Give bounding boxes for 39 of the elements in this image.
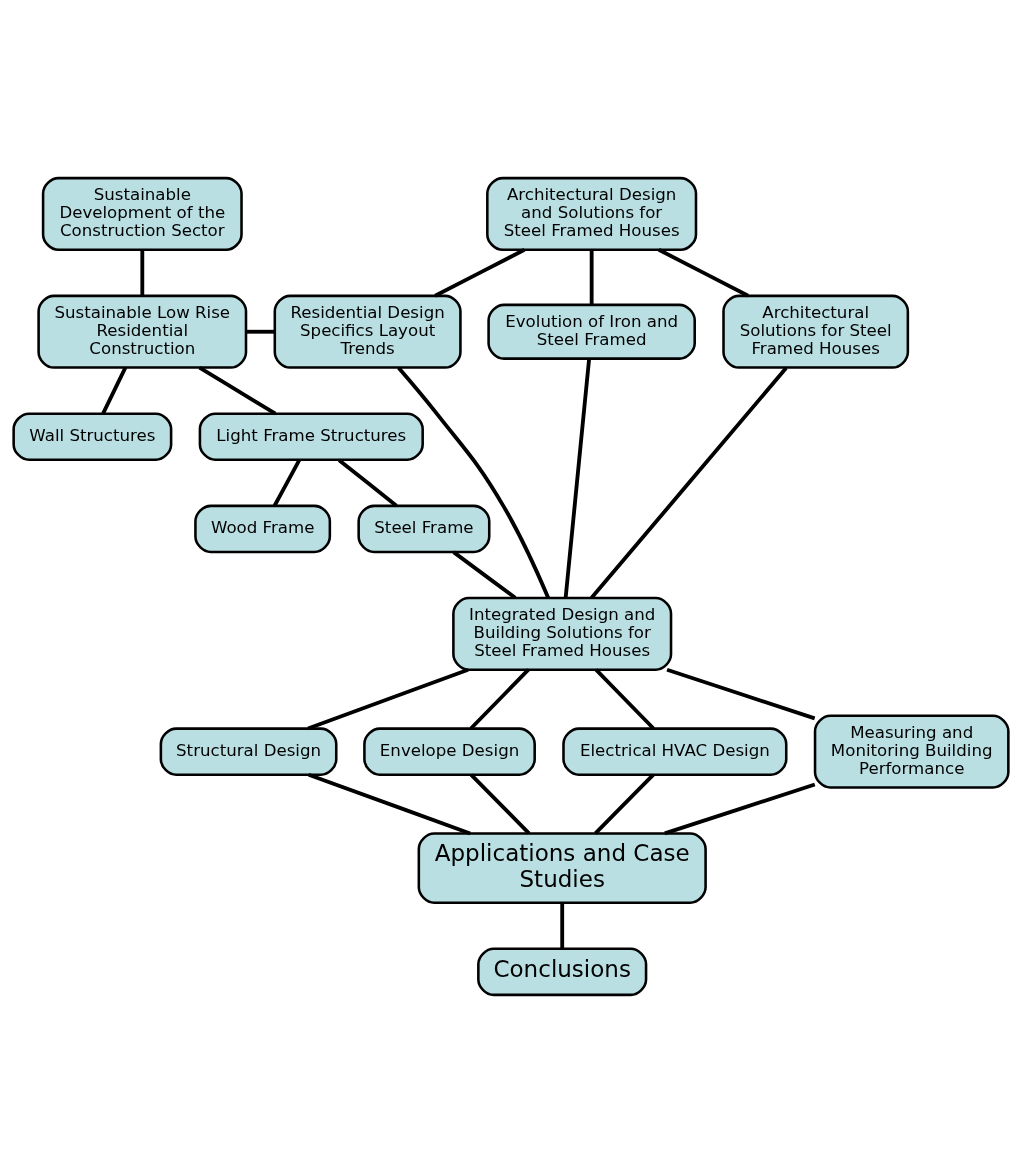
connector xyxy=(272,459,301,507)
node-box: Steel Frame xyxy=(357,504,491,554)
connector xyxy=(101,366,128,415)
connector xyxy=(594,773,655,835)
node-box: Wall Structures xyxy=(12,412,173,462)
connector xyxy=(560,903,565,949)
connector xyxy=(658,248,749,298)
connector xyxy=(590,366,788,600)
connector xyxy=(589,249,594,305)
node-box: Electrical HVAC Design xyxy=(562,727,788,776)
connector xyxy=(666,667,816,721)
connector xyxy=(469,668,530,730)
node-box: Measuring and Monitoring Building Performance xyxy=(813,714,1010,789)
connector xyxy=(307,667,469,731)
node-box: Sustainable Development of the Construction Sector xyxy=(41,176,243,252)
connector xyxy=(246,329,275,334)
connector xyxy=(337,458,398,508)
node-box: Light Frame Structures xyxy=(198,412,424,462)
node-box: Residential Design Specifics Layout Trends xyxy=(273,294,462,369)
node-box: Applications and Case Studies xyxy=(417,832,707,904)
node-box: Sustainable Low Rise Residential Construction xyxy=(37,294,248,369)
node-box: Conclusions xyxy=(477,947,648,997)
connector xyxy=(452,550,517,600)
node-box: Structural Design xyxy=(159,727,338,776)
connector xyxy=(397,366,550,599)
connector xyxy=(664,782,816,836)
connector xyxy=(469,773,531,835)
node-box: Integrated Design and Building Solutions for Steel Framed Houses xyxy=(452,596,673,671)
connector xyxy=(140,249,145,296)
connector xyxy=(308,772,471,836)
node-box: Envelope Design xyxy=(363,727,536,776)
node-box: Architectural Design and Solutions for Steel Framed Houses xyxy=(486,176,698,252)
node-box: Wood Frame xyxy=(194,504,332,554)
node-box: Architectural Solutions for Steel Framed Houses xyxy=(722,294,910,369)
connector xyxy=(563,358,591,598)
node-box: Evolution of Iron and Steel Framed xyxy=(487,303,696,360)
connector xyxy=(594,668,655,730)
connector xyxy=(198,366,277,416)
connector xyxy=(434,248,526,298)
